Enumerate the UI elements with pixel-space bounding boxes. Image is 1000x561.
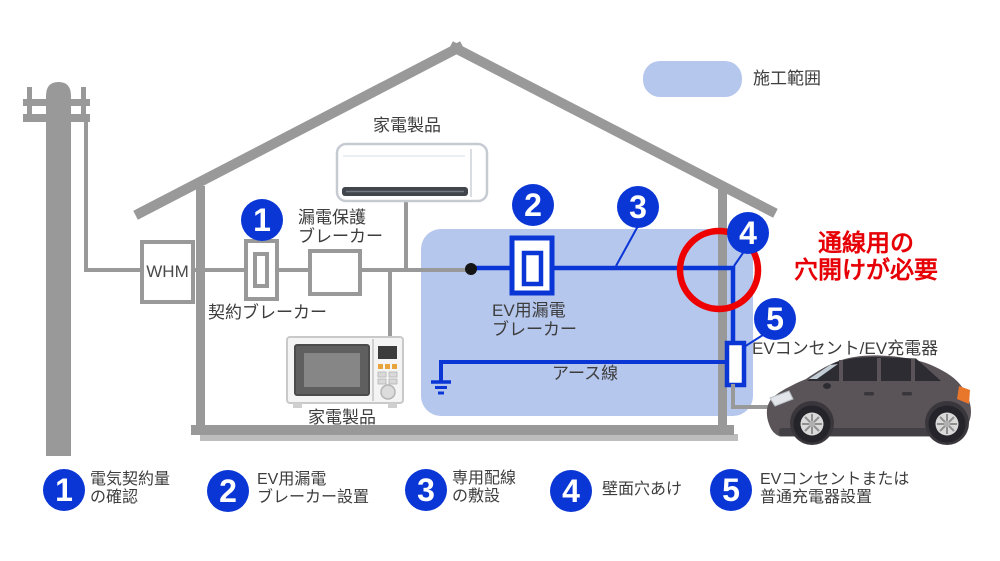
ev-outlet-label: EVコンセント/EV充電器 <box>752 339 939 358</box>
step-label-1: 電気契約量の確認 <box>90 471 171 506</box>
step-label-4: 壁面穴あけ <box>602 481 683 498</box>
roof-right <box>448 41 778 218</box>
contract-breaker-box <box>244 239 279 301</box>
diagram-badge-1: 1 <box>241 199 283 241</box>
house-floor <box>191 425 734 435</box>
hole-note-line1: 通線用の <box>818 230 914 257</box>
hole-note-line2: 穴開けが必要 <box>794 257 938 284</box>
appliance-bottom-label: 家電製品 <box>308 408 376 427</box>
earth-wire <box>439 360 729 382</box>
ev-breaker-label-line1: EV用漏電 <box>492 301 566 320</box>
leak-protection-breaker-box <box>308 249 362 296</box>
contract-breaker-label: 契約ブレーカー <box>208 303 327 322</box>
electric-car-icon <box>766 355 971 445</box>
diagram-badge-5: 5 <box>754 298 796 340</box>
house-left-wall <box>196 186 205 432</box>
work-zone-area <box>421 229 753 416</box>
house-floor-shadow <box>200 434 738 441</box>
ev-dedicated-wire <box>471 265 736 346</box>
microwave-oven-icon <box>286 336 404 408</box>
ev-breaker-label-line2: ブレーカー <box>492 319 577 339</box>
step-badge-4: 4 <box>550 470 592 512</box>
wire-junction-dot <box>465 263 477 275</box>
hole-note: 通線用の 穴開けが必要 <box>758 230 974 284</box>
work-zone-legend-label: 施工範囲 <box>753 69 821 88</box>
whm-label: WHM <box>146 262 189 281</box>
diagram-badge-3: 3 <box>617 186 659 228</box>
leak-breaker-label: 漏電保護 ブレーカー <box>298 208 383 246</box>
appliance-top-label: 家電製品 <box>373 116 441 135</box>
leak-breaker-label-line2: ブレーカー <box>298 226 383 246</box>
front-wheel-icon <box>793 405 831 443</box>
earth-wire-label: アース線 <box>552 364 619 383</box>
step-label-2: EV用漏電ブレーカー設置 <box>257 471 370 506</box>
utility-pole-icon <box>23 82 90 456</box>
step-label-5: EVコンセントまたは普通充電器設置 <box>760 471 910 506</box>
air-conditioner-icon <box>335 142 489 203</box>
service-drop-wire <box>84 122 145 272</box>
leak-breaker-label-line1: 漏電保護 <box>298 208 366 227</box>
ev-breaker-label: EV用漏電 ブレーカー <box>492 301 577 339</box>
work-zone-legend-swatch <box>643 61 742 97</box>
step-badge-1: 1 <box>43 469 85 511</box>
step-badge-2: 2 <box>207 470 249 512</box>
ground-symbol-icon <box>431 380 451 395</box>
wall-hole-highlight-circle <box>676 227 762 313</box>
ev-outlet-box <box>724 340 747 388</box>
whm-meter-box <box>140 240 195 304</box>
charging-cable <box>731 384 776 409</box>
diagram-badge-4: 4 <box>727 212 769 254</box>
step-badge-3: 3 <box>405 469 447 511</box>
ev-leak-breaker-box <box>509 235 555 296</box>
diagram-badge-2: 2 <box>512 184 554 226</box>
roof-left <box>133 41 465 220</box>
rear-wheel-icon <box>928 405 966 443</box>
step-badge-5: 5 <box>710 469 752 511</box>
step-label-3: 専用配線の敷設 <box>452 470 517 505</box>
